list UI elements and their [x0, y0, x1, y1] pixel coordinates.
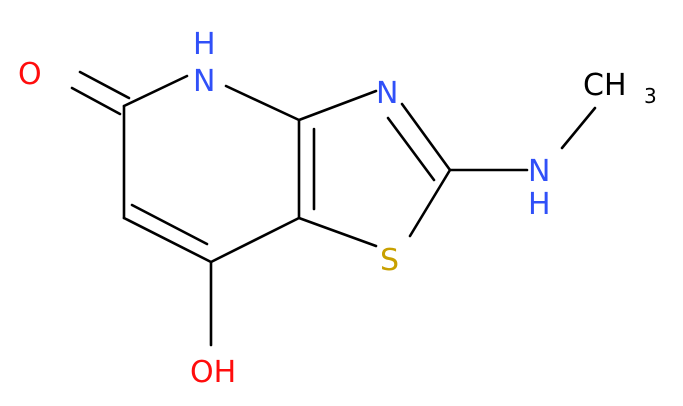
bond-c-o-carbonyl-1 [70, 86, 122, 116]
thiazole-sulfur-label: S [380, 243, 399, 278]
bond-n3-c2-inner [386, 116, 436, 182]
ring-nh-hydrogen-label: H [193, 27, 216, 62]
methyl-subscript-label: 3 [644, 84, 657, 108]
bond-n4-c3a [224, 84, 301, 122]
bond-n3-c2 [400, 102, 452, 172]
amine-nitrogen-label: N [528, 154, 550, 189]
bond-c-o-carbonyl-2 [78, 70, 131, 100]
bond-c2-s1 [408, 168, 452, 238]
oxygen-carbonyl-label: O [18, 57, 42, 92]
bond-c7-c6 [122, 216, 213, 264]
thiazole-nitrogen-label: N [376, 76, 398, 111]
ring-nh-nitrogen-label: N [193, 64, 215, 99]
amine-hydrogen-label: H [528, 187, 551, 222]
bond-c7a-c7 [209, 216, 301, 264]
bond-c3a-n3 [297, 89, 378, 122]
bonds [70, 70, 597, 347]
bond-n-amine-ch3 [560, 106, 597, 150]
bond-c5-n4 [122, 74, 189, 108]
methyl-carbon-label: CH [583, 68, 627, 103]
hydroxyl-label: OH [190, 355, 236, 390]
bond-s1-c7a [297, 216, 378, 248]
bond-c7-c6-inner [130, 203, 209, 246]
